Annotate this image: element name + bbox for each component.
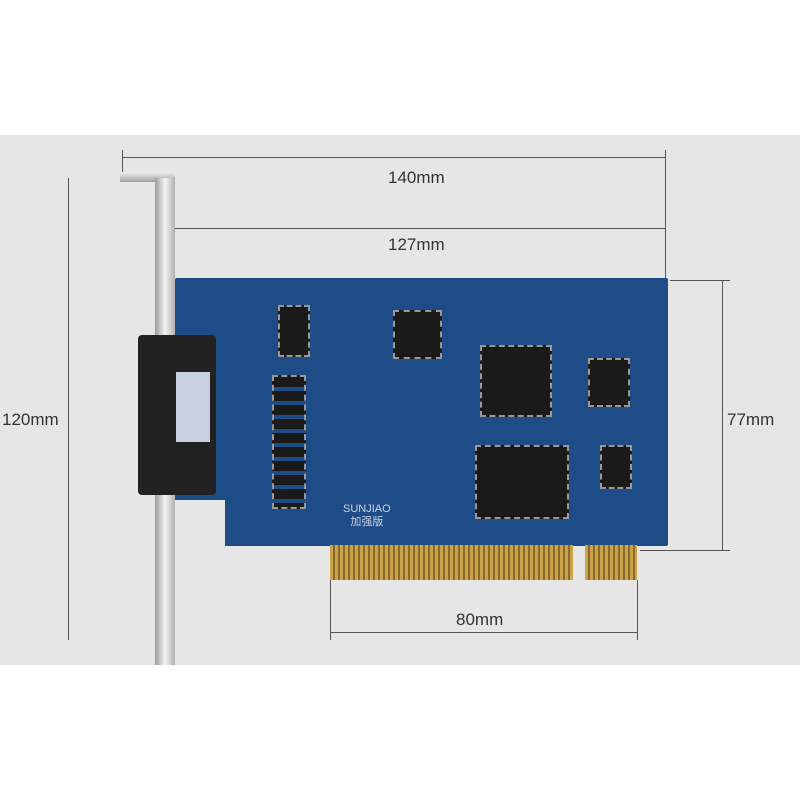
dimension-line-127 (175, 228, 665, 229)
pci-edge-connector (330, 545, 573, 580)
edition-text: 加强版 (350, 516, 384, 528)
dimension-label-127: 127mm (388, 235, 445, 254)
board-cutout (175, 500, 225, 546)
dimension-tick (122, 150, 123, 172)
board-label: SUNJIAO 加强版 (343, 503, 391, 529)
bracket-lip (120, 172, 175, 182)
dimension-tick (670, 280, 730, 281)
dimension-label-140: 140mm (388, 168, 445, 187)
dimension-line-140 (122, 157, 665, 158)
pci-edge-connector (585, 545, 637, 580)
dimension-line-80 (330, 632, 637, 633)
dimension-label-120: 120mm (2, 410, 59, 429)
optocoupler-array (272, 375, 306, 509)
dimension-tick (640, 550, 730, 551)
dimension-tick (637, 580, 638, 640)
chip (278, 305, 310, 357)
chip (393, 310, 442, 359)
dimension-label-80: 80mm (456, 610, 504, 629)
dimension-line-77 (722, 280, 723, 550)
dimension-tick (665, 150, 666, 280)
chip (475, 445, 569, 519)
chip (600, 445, 632, 489)
chip (588, 358, 630, 407)
dimension-tick (330, 580, 331, 640)
chip (480, 345, 552, 417)
dimension-label-77: 77mm (727, 410, 775, 429)
brand-text: SUNJIAO (343, 503, 391, 515)
dimension-line-120 (68, 178, 69, 640)
connector-sticker (176, 372, 210, 442)
